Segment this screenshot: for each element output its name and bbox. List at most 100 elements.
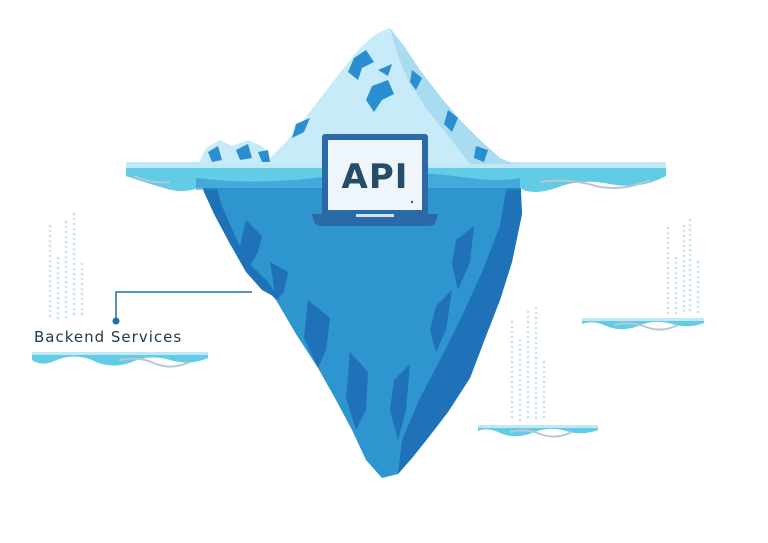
- decorative-dot: [72, 307, 76, 311]
- decorative-dot: [682, 299, 686, 303]
- decorative-dot: [534, 401, 538, 405]
- decorative-dot: [674, 281, 678, 285]
- decorative-dot: [518, 388, 522, 392]
- decorative-dot: [688, 258, 692, 262]
- decorative-dot: [526, 395, 530, 399]
- decorative-dot: [682, 304, 686, 308]
- decorative-dot: [666, 256, 670, 260]
- decorative-dot: [510, 395, 514, 399]
- connector-dot-icon: [112, 317, 120, 325]
- decorative-dot: [510, 345, 514, 349]
- decorative-dot: [674, 276, 678, 280]
- decorative-dot: [510, 325, 514, 329]
- decorative-dot: [696, 290, 700, 294]
- decorative-dot: [696, 275, 700, 279]
- decorative-dot: [534, 361, 538, 365]
- decorative-dot: [534, 316, 538, 320]
- decorative-dot: [674, 261, 678, 265]
- decorative-dot: [688, 218, 692, 222]
- decorative-dot: [64, 290, 68, 294]
- decorative-dot: [64, 270, 68, 274]
- decorative-dot: [48, 284, 52, 288]
- decorative-dot: [64, 280, 68, 284]
- decorative-dot: [688, 273, 692, 277]
- decorative-dot: [72, 237, 76, 241]
- decorative-dot: [56, 266, 60, 270]
- decorative-dot: [682, 279, 686, 283]
- decorative-dot: [72, 232, 76, 236]
- decorative-dot: [696, 270, 700, 274]
- decorative-dot: [696, 280, 700, 284]
- decorative-dot: [682, 309, 686, 313]
- decorative-dot: [510, 320, 514, 324]
- decorative-dot: [48, 244, 52, 248]
- decorative-dot: [64, 235, 68, 239]
- decorative-dot: [688, 278, 692, 282]
- decorative-dot: [64, 295, 68, 299]
- decorative-dot: [688, 248, 692, 252]
- decorative-dot: [534, 336, 538, 340]
- decorative-dot: [688, 293, 692, 297]
- decorative-dot: [64, 240, 68, 244]
- decorative-dot: [64, 310, 68, 314]
- decorative-dot: [72, 267, 76, 271]
- decorative-dot: [674, 256, 678, 260]
- decorative-dot: [526, 340, 530, 344]
- decorative-dot: [72, 257, 76, 261]
- decorative-dot: [72, 212, 76, 216]
- laptop-screen-text: API: [342, 157, 409, 197]
- decorative-dot: [72, 217, 76, 221]
- decorative-dot: [526, 360, 530, 364]
- decorative-dot: [666, 301, 670, 305]
- decorative-dot: [48, 269, 52, 273]
- decorative-dot: [688, 298, 692, 302]
- decorative-dot: [542, 385, 546, 389]
- decorative-dot: [666, 306, 670, 310]
- decorative-dot: [80, 272, 84, 276]
- decorative-dot: [526, 345, 530, 349]
- decorative-dot: [542, 360, 546, 364]
- decorative-dot: [510, 370, 514, 374]
- decorative-dot: [56, 291, 60, 295]
- decorative-dot: [526, 370, 530, 374]
- decorative-dot: [518, 348, 522, 352]
- decorative-dot: [518, 393, 522, 397]
- decorative-dot: [72, 277, 76, 281]
- decorative-dot: [526, 350, 530, 354]
- decorative-dot: [80, 297, 84, 301]
- decorative-dot: [534, 321, 538, 325]
- decorative-dot: [64, 220, 68, 224]
- decorative-dot: [542, 415, 546, 419]
- decorative-dot: [510, 390, 514, 394]
- decorative-dot: [688, 233, 692, 237]
- decorative-dot: [64, 315, 68, 319]
- decorative-dot: [64, 250, 68, 254]
- decorative-dot: [510, 400, 514, 404]
- decorative-dot: [510, 410, 514, 414]
- decorative-dot: [542, 365, 546, 369]
- decorative-dot: [666, 266, 670, 270]
- decorative-dot: [682, 234, 686, 238]
- decorative-dot: [72, 242, 76, 246]
- decorative-dot: [688, 228, 692, 232]
- decorative-dot: [688, 253, 692, 257]
- decorative-dot: [682, 269, 686, 273]
- dot-columns-middle: [510, 306, 546, 422]
- decorative-dot: [56, 286, 60, 290]
- decorative-dot: [526, 400, 530, 404]
- decorative-dot: [688, 243, 692, 247]
- laptop-icon: API: [312, 134, 438, 226]
- decorative-dot: [534, 306, 538, 310]
- decorative-dot: [542, 395, 546, 399]
- decorative-dot: [666, 246, 670, 250]
- decorative-dot: [666, 226, 670, 230]
- decorative-dot: [48, 229, 52, 233]
- decorative-dot: [80, 302, 84, 306]
- decorative-dot: [72, 262, 76, 266]
- decorative-dot: [666, 251, 670, 255]
- decorative-dot: [542, 370, 546, 374]
- decorative-dot: [526, 335, 530, 339]
- decorative-dot: [696, 310, 700, 314]
- decorative-dot: [64, 275, 68, 279]
- decorative-dot: [72, 292, 76, 296]
